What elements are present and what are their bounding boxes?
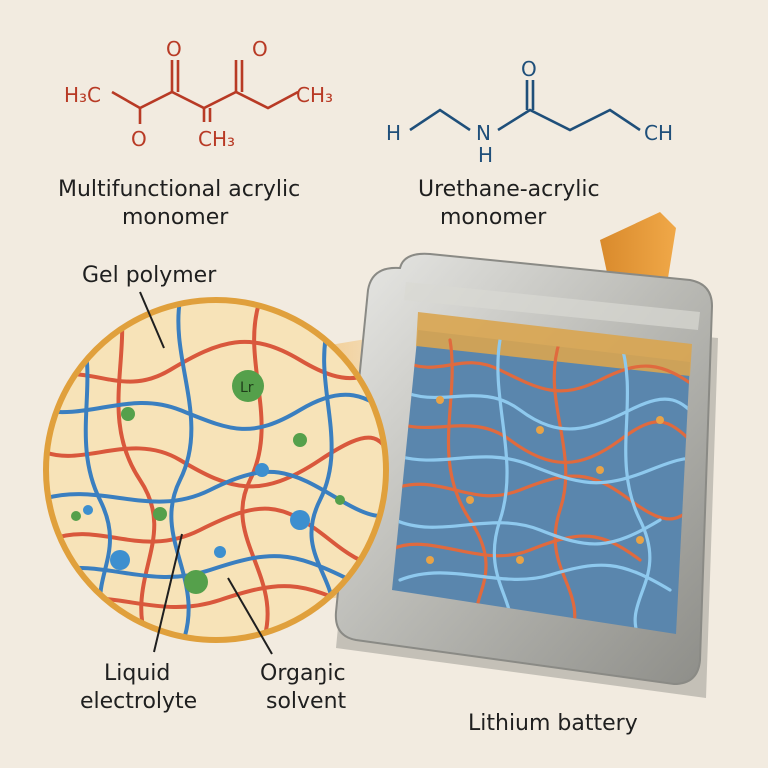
atom-hydrogen: H — [386, 121, 401, 145]
ion-green — [71, 511, 81, 521]
urethane-acrylic-monomer-structure — [409, 80, 641, 132]
left-monomer-caption-line2: monomer — [122, 205, 229, 230]
multifunctional-acrylic-monomer-structure — [111, 60, 299, 124]
ion-green — [121, 407, 135, 421]
lithium-ion — [232, 370, 264, 402]
ion-blue — [214, 546, 226, 558]
ion-green — [293, 433, 307, 447]
methyl-group: CH₃ — [296, 83, 333, 107]
lithium-battery-label: Lithium battery — [468, 711, 638, 736]
atom-oxygen: O — [252, 37, 268, 61]
atom-oxygen: O — [131, 127, 147, 151]
atom-oxygen: O — [166, 37, 182, 61]
right-monomer-caption-line2: monomer — [440, 205, 547, 230]
methyl-group: H₃C — [64, 83, 101, 107]
atom-oxygen: O — [521, 57, 537, 81]
liquid-electrolyte-label-line1: Liquid — [104, 661, 170, 686]
zoom-lens-ring — [43, 297, 389, 643]
organic-solvent-leader — [227, 577, 273, 655]
lithium-battery — [334, 212, 718, 698]
ion-blue — [83, 505, 93, 515]
organic-solvent-label-line2: solvent — [266, 689, 347, 714]
liquid-electrolyte-leader — [153, 533, 183, 653]
ch-group: CH — [644, 121, 673, 145]
battery-window-band — [416, 312, 692, 376]
ion-blue — [290, 510, 310, 530]
ion-blue — [110, 550, 130, 570]
battery-polymer-network — [392, 338, 690, 634]
organic-solvent-label-line1: Orgaŋic — [260, 661, 346, 686]
liquid-electrolyte-label-line2: electrolyte — [80, 689, 197, 714]
methyl-group: CH₃ — [198, 127, 235, 151]
right-monomer-caption-line1: Urethane-acrylic — [418, 177, 600, 202]
ion-green — [335, 495, 345, 505]
gel-polymer-zoom-lens: Lr — [43, 297, 389, 643]
ion-blue — [255, 463, 269, 477]
ion-green — [184, 570, 208, 594]
left-monomer-caption-line1: Multifunctional acrylic — [58, 177, 300, 202]
atom-hydrogen: H — [478, 143, 493, 167]
battery-rim-top — [404, 282, 700, 330]
lithium-ion-label: Lr — [240, 380, 254, 396]
ion-green — [153, 507, 167, 521]
gel-polymer-label: Gel polymer — [82, 263, 217, 288]
gel-polymer-leader — [139, 291, 165, 349]
atom-nitrogen: N — [476, 121, 491, 145]
